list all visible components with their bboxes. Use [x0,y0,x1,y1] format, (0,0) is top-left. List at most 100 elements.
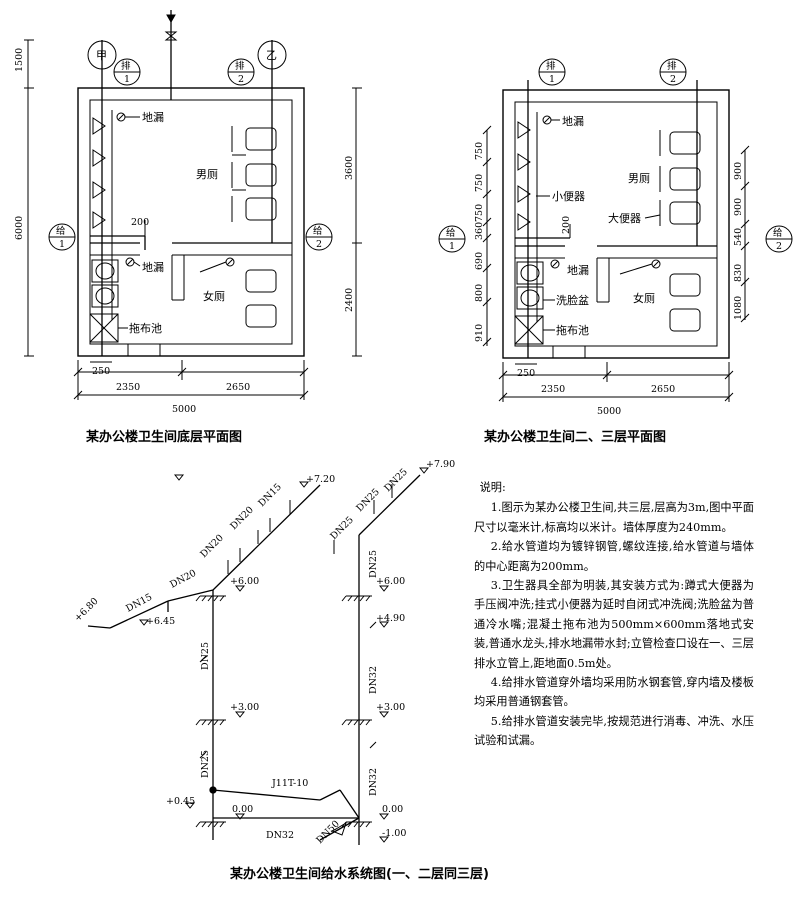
upper-dim-left-6: 910 [474,324,485,342]
dim-mens-height: 3600 [344,156,355,180]
pipe-dn25-r3: DN25 [328,515,356,543]
pipe-dn25-r4: DN25 [368,550,379,578]
pipe-dn15-b: DN15 [124,592,154,615]
pipe-dn20-b: DN20 [198,533,226,561]
dim-top: 1500 [14,48,25,72]
elev-6-00-left: +6.00 [230,576,259,587]
upper-label-urinal: 小便器 [552,190,585,203]
symbol-pai-2-num: 2 [238,74,244,85]
upper-dim-width-1: 2350 [541,384,565,395]
elev-3-00-left: +3.00 [230,702,259,713]
upper-label-mens: 男厕 [628,172,650,185]
dim-width-2: 2650 [226,382,250,393]
notes-heading: 说明: [479,481,506,494]
note-item-1: 1.图示为某办公楼卫生间,共三层,层高为3m,图中平面尺寸以毫米计,标高均以米计… [474,501,754,534]
elev-6-45: +6.45 [146,616,175,627]
upper-label-floor-drain-2: 地漏 [567,264,589,277]
elev-7-90: +7.90 [426,459,455,470]
symbol-pai-2: 排 [235,60,245,72]
pipe-dn15-top-left: DN15 [256,482,284,510]
upper-symbol-gei-2-num: 2 [776,241,782,252]
upper-symbol-gei-2: 给 [773,227,783,239]
symbol-gei-1: 给 [56,225,66,237]
pipe-dn20-c: DN20 [168,568,198,591]
pipe-dn32-main: DN32 [266,830,294,841]
upper-label-floor-drain-1: 地漏 [562,115,584,128]
note-item-3: 3.卫生器具全部为明装,其安装方式为:蹲式大便器为手压阀冲洗;挂式小便器为延时自… [474,579,754,670]
upper-dim-right-2: 540 [733,228,744,246]
upper-label-womens: 女厕 [633,291,655,305]
pipe-dn32-right-upper: DN32 [368,666,379,694]
upper-symbol-pai-1-num: 1 [549,74,555,85]
upper-dim-right-4: 1080 [733,296,744,320]
upper-dim-left-3: 360 [474,222,485,240]
elev-4-90: +4.90 [376,613,405,624]
symbol-jia: 甲 [96,49,107,62]
label-floor-drain-2: 地漏 [142,261,164,274]
elev-3-00-right: +3.00 [376,702,405,713]
symbol-gei-2: 给 [313,225,323,237]
upper-symbol-pai-1: 排 [546,60,556,72]
upper-dim-right-3: 830 [733,264,744,282]
upper-symbol-pai-2-num: 2 [670,74,676,85]
pipe-dn25-r2: DN25 [354,487,382,515]
upper-dim-right-1: 900 [733,198,744,216]
water-supply-system [87,467,430,845]
valve-j11t: J11T-10 [271,778,308,789]
dim-drain-width: 250 [92,366,110,377]
label-floor-drain-1: 地漏 [142,111,164,124]
upper-label-toilet: 大便器 [608,211,641,225]
upper-dim-left-2: 750 [474,204,485,222]
ground-plan-text: 甲 乙 排 1 排 2 给 1 给 2 地漏 地漏 男厕 女厕 拖布池 200 … [14,48,355,445]
upper-plan-text: 排 1 排 2 给 1 给 2 地漏 小便器 大便器 男厕 地漏 洗脸盆 女厕 … [446,60,783,445]
dim-width-1: 2350 [116,382,140,393]
upper-dim-total-width: 5000 [597,406,621,417]
caption-ground-plan: 某办公楼卫生间底层平面图 [85,429,242,445]
label-mens: 男厕 [196,168,218,181]
elev-6-00-right: +6.00 [376,576,405,587]
note-item-5: 5.给排水管道安装完毕,按规范进行消毒、冲洗、水压试验和试漏。 [474,714,754,748]
pipe-dn50: DN50 [314,819,342,847]
notes-panel: 说明: 1.图示为某办公楼卫生间,共三层,层高为3m,图中平面尺寸以毫米计,标高… [474,478,754,751]
note-item-2: 2.给水管道均为镀锌钢管,螺纹连接,给水管道与墙体的中心距离为200mm。 [474,540,754,573]
caption-system: 某办公楼卫生间给水系统图(一、二层同三层) [229,866,489,882]
upper-floor-plan [438,58,793,402]
symbol-yi: 乙 [266,49,277,62]
label-womens: 女厕 [203,289,225,303]
upper-symbol-gei-1-num: 1 [449,241,455,252]
pipe-dn25-left-upper: DN25 [200,642,211,670]
dim-total-height: 6000 [14,216,25,240]
elev-minus-1-00: -1.00 [382,828,406,839]
upper-symbol-pai-2: 排 [667,60,677,72]
label-mop-sink: 拖布池 [129,321,162,335]
upper-dim-left-1: 750 [474,174,485,192]
symbol-gei-2-num: 2 [316,239,322,250]
upper-dim-left-4: 690 [474,252,485,270]
elev-6-80: +6.80 [72,596,100,624]
pipe-dn32-right-lower: DN32 [368,768,379,796]
upper-dim-left-0: 750 [474,142,485,160]
upper-label-mop-sink: 拖布池 [556,323,589,337]
pipe-dn25-left-lower: DN25 [200,750,211,778]
upper-label-basin: 洗脸盆 [556,293,589,307]
upper-dim-right-0: 900 [733,162,744,180]
upper-dim-left-5: 800 [474,284,485,302]
elev-7-20: +7.20 [306,474,335,485]
elev-0-00-right: 0.00 [382,804,403,815]
symbol-gei-1-num: 1 [59,239,65,250]
caption-upper-plan: 某办公楼卫生间二、三层平面图 [483,429,666,445]
pipe-dn20-a: DN20 [228,505,256,533]
elev-0-00-left: 0.00 [232,804,253,815]
note-item-4: 4.给排水管道穿外墙均采用防水钢套管,穿内墙及楼板均采用普通钢套管。 [474,676,754,709]
upper-dim-offset: 200 [561,216,572,234]
ground-floor-plan [24,10,362,400]
pipe-dn25-r1: DN25 [382,467,410,495]
elev-0-45: +0.45 [166,796,195,807]
upper-symbol-gei-1: 给 [446,227,456,239]
upper-dim-width-2: 2650 [651,384,675,395]
dim-total-width: 5000 [172,404,196,415]
dim-womens-height: 2400 [344,288,355,312]
dim-offset: 200 [131,217,149,228]
symbol-pai-1-num: 1 [124,74,130,85]
